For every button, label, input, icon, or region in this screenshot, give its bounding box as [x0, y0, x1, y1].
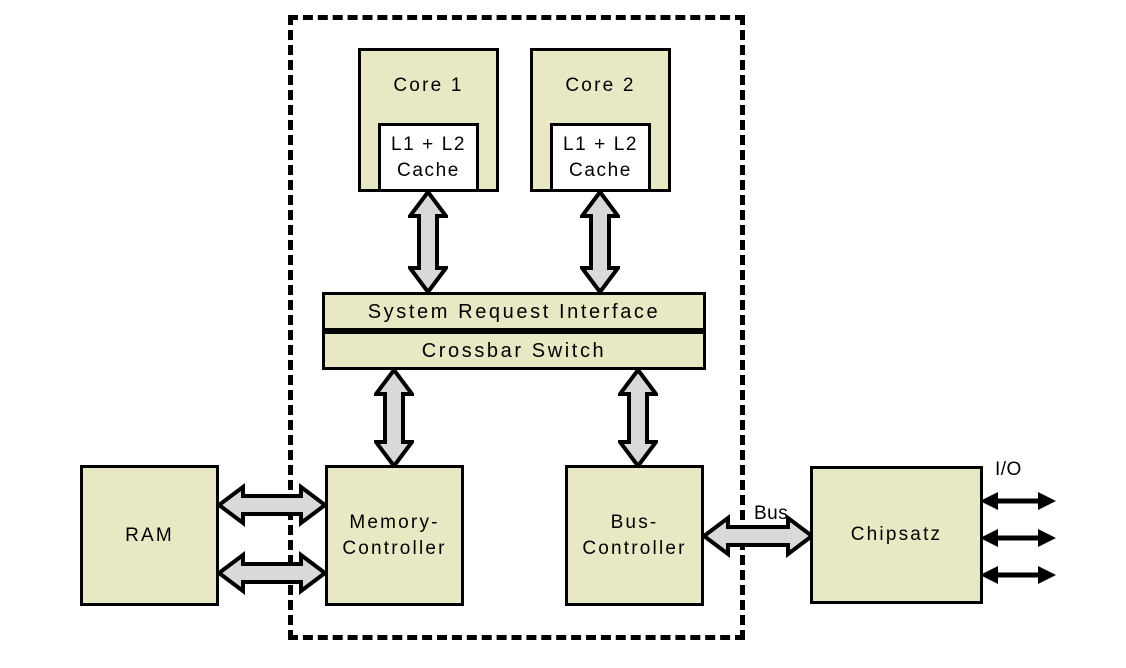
crossbar-switch-bar[interactable]: Crossbar Switch [322, 331, 706, 370]
arrow-ram-to-memory-controller-upper [217, 477, 327, 533]
arrow-ram-to-memory-controller-lower [217, 545, 327, 601]
core-1-cache-block[interactable]: L1 + L2 Cache [378, 123, 479, 192]
arrow-crossbar-to-memory-controller [374, 368, 414, 468]
io-arrow-2 [980, 526, 1056, 550]
memory-controller-label: Memory- Controller [342, 512, 447, 559]
memory-controller-block[interactable]: Memory- Controller [325, 465, 464, 606]
arrow-crossbar-to-bus-controller [618, 368, 658, 468]
crossbar-switch-label: Crossbar Switch [421, 339, 607, 362]
chipset-label: Chipsatz [850, 524, 943, 546]
arrow-core2-to-system-request-interface [580, 190, 620, 294]
arrow-core1-to-system-request-interface [408, 190, 448, 294]
io-label: I/O [995, 459, 1022, 480]
core-1-label: Core 1 [393, 75, 464, 96]
core-2-cache-label: L1 + L2 Cache [562, 133, 639, 181]
core-2-label: Core 2 [565, 75, 636, 96]
ram-block[interactable]: RAM [80, 465, 219, 606]
ram-label: RAM [125, 524, 174, 546]
bus-controller-label: Bus- Controller [582, 512, 687, 559]
io-arrow-3 [980, 563, 1056, 587]
bus-controller-block[interactable]: Bus- Controller [565, 465, 704, 606]
core-2-cache-block[interactable]: L1 + L2 Cache [550, 123, 651, 192]
system-request-interface-bar[interactable]: System Request Interface [322, 292, 706, 331]
chipset-block[interactable]: Chipsatz [810, 466, 983, 604]
system-request-interface-label: System Request Interface [367, 300, 661, 323]
io-arrow-1 [980, 489, 1056, 513]
bus-label: Bus [754, 503, 789, 524]
core-1-cache-label: L1 + L2 Cache [390, 133, 467, 181]
